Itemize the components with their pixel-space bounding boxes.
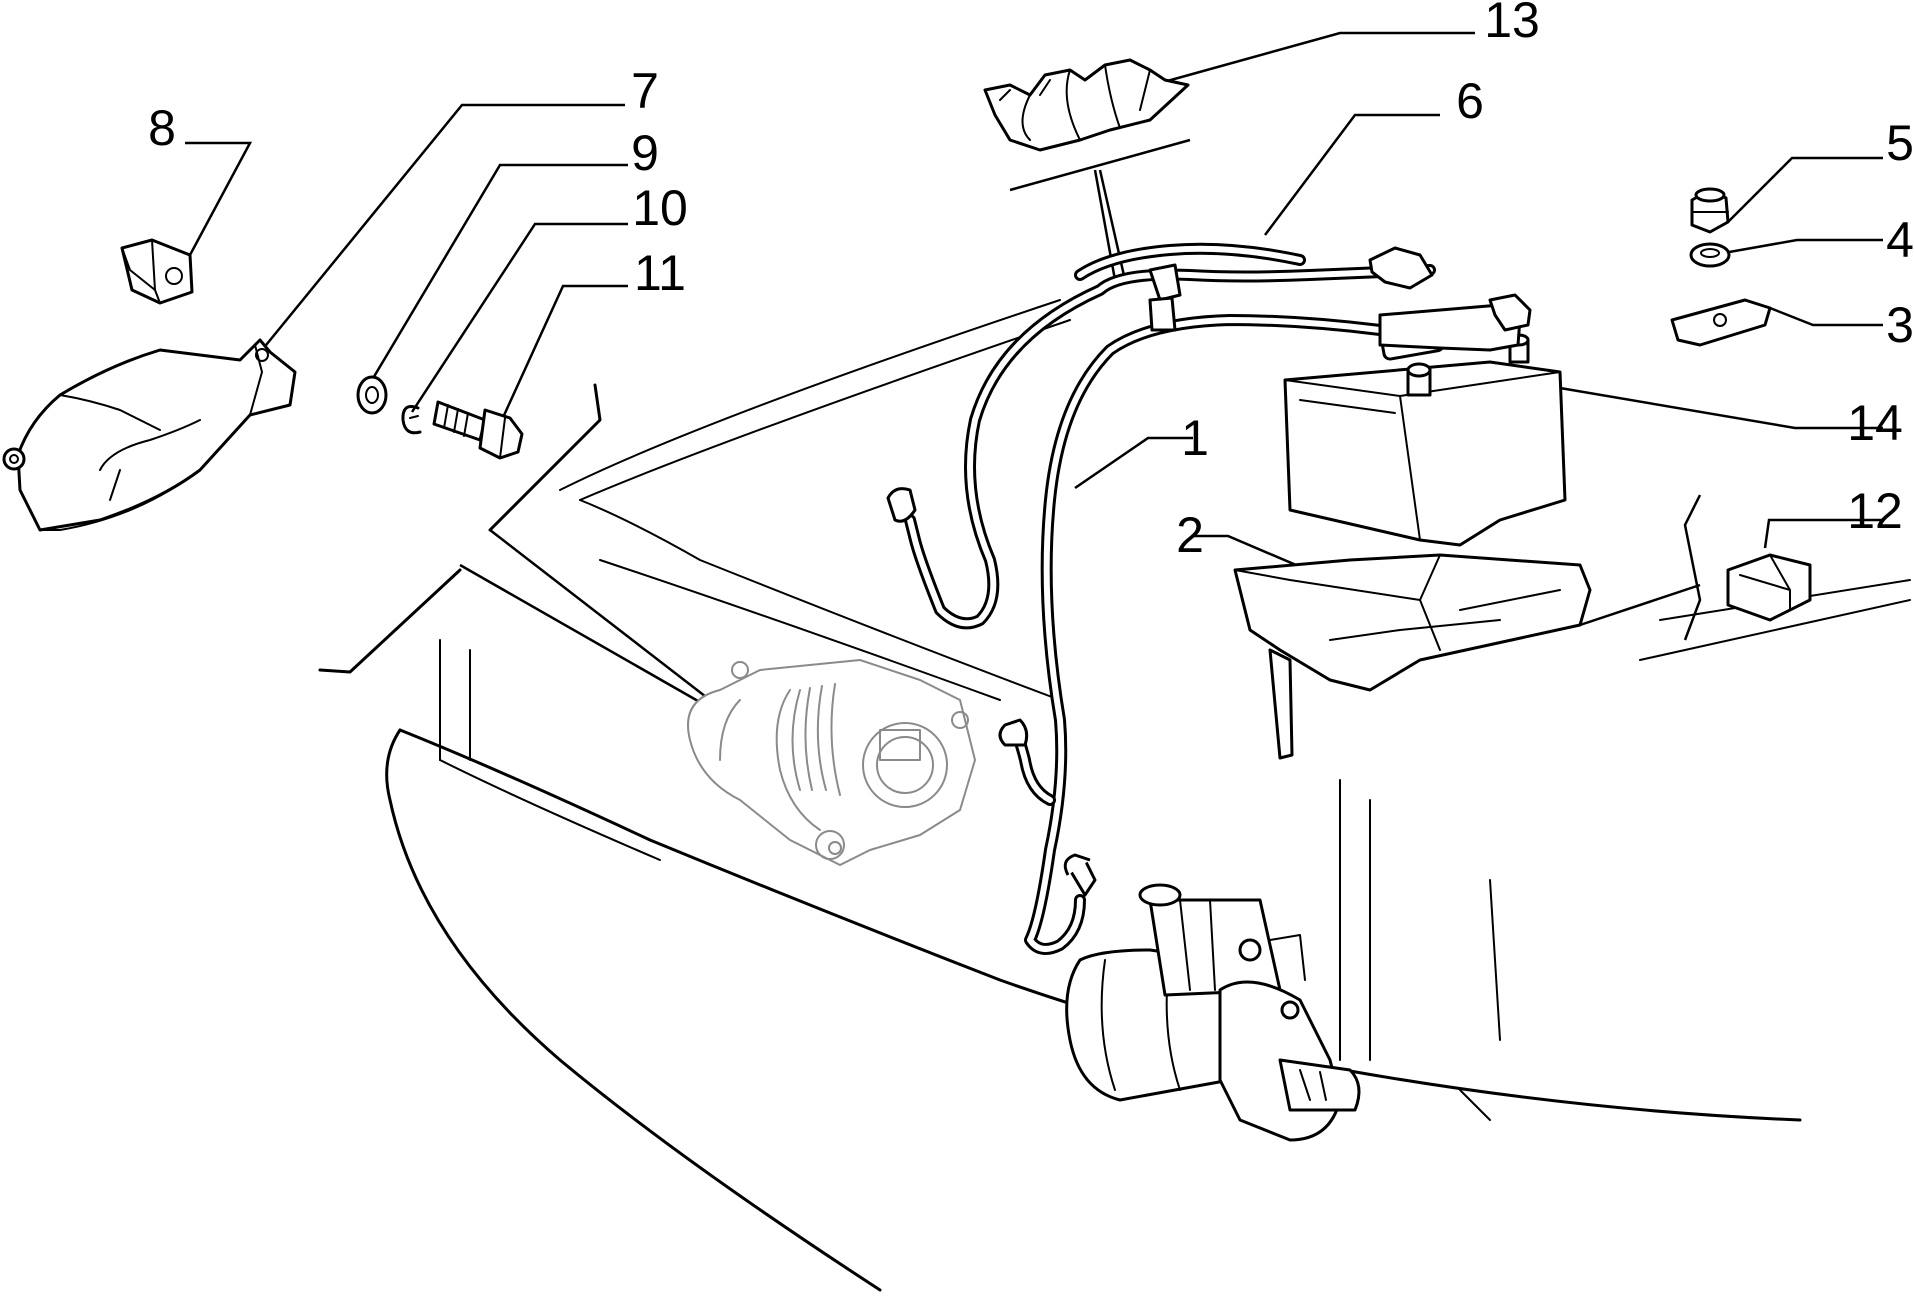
callout-10: 10 [632, 180, 688, 236]
callout-13: 13 [1484, 0, 1540, 48]
callout-12: 12 [1847, 483, 1903, 539]
callout-labels: 1 2 3 4 5 6 7 8 9 10 11 12 13 14 [148, 0, 1914, 563]
callout-6: 6 [1456, 73, 1484, 129]
callout-8: 8 [148, 100, 176, 156]
part-7-bracket [2, 338, 297, 532]
part-13-cable-holder [983, 58, 1190, 152]
part-9-washer [356, 375, 388, 415]
part-12-clip [1726, 553, 1812, 622]
callout-9: 9 [631, 125, 659, 181]
callout-3: 3 [1886, 297, 1914, 353]
callout-14: 14 [1847, 395, 1903, 451]
part-5-nut [1690, 187, 1730, 234]
car-body-outline [318, 299, 1911, 1292]
part-10-lock-washer [401, 405, 422, 435]
callout-1: 1 [1181, 410, 1209, 466]
part-2-battery-tray [1233, 553, 1592, 760]
part-3-terminal-clamp [1670, 298, 1772, 347]
part-14-battery [1283, 333, 1567, 547]
part-1-negative-cable [998, 263, 1532, 955]
starter-motor [1065, 883, 1361, 1142]
leader-lines [185, 31, 1883, 707]
part-4-washer [1689, 242, 1731, 268]
part-6-positive-cable [886, 242, 1445, 630]
callout-7: 7 [631, 63, 659, 119]
callout-4: 4 [1886, 212, 1914, 268]
part-11-bolt [432, 400, 524, 460]
part-8-clip [120, 238, 194, 305]
callout-5: 5 [1886, 115, 1914, 171]
alternator [687, 659, 976, 866]
callout-11: 11 [634, 245, 686, 301]
callout-2: 2 [1176, 507, 1204, 563]
